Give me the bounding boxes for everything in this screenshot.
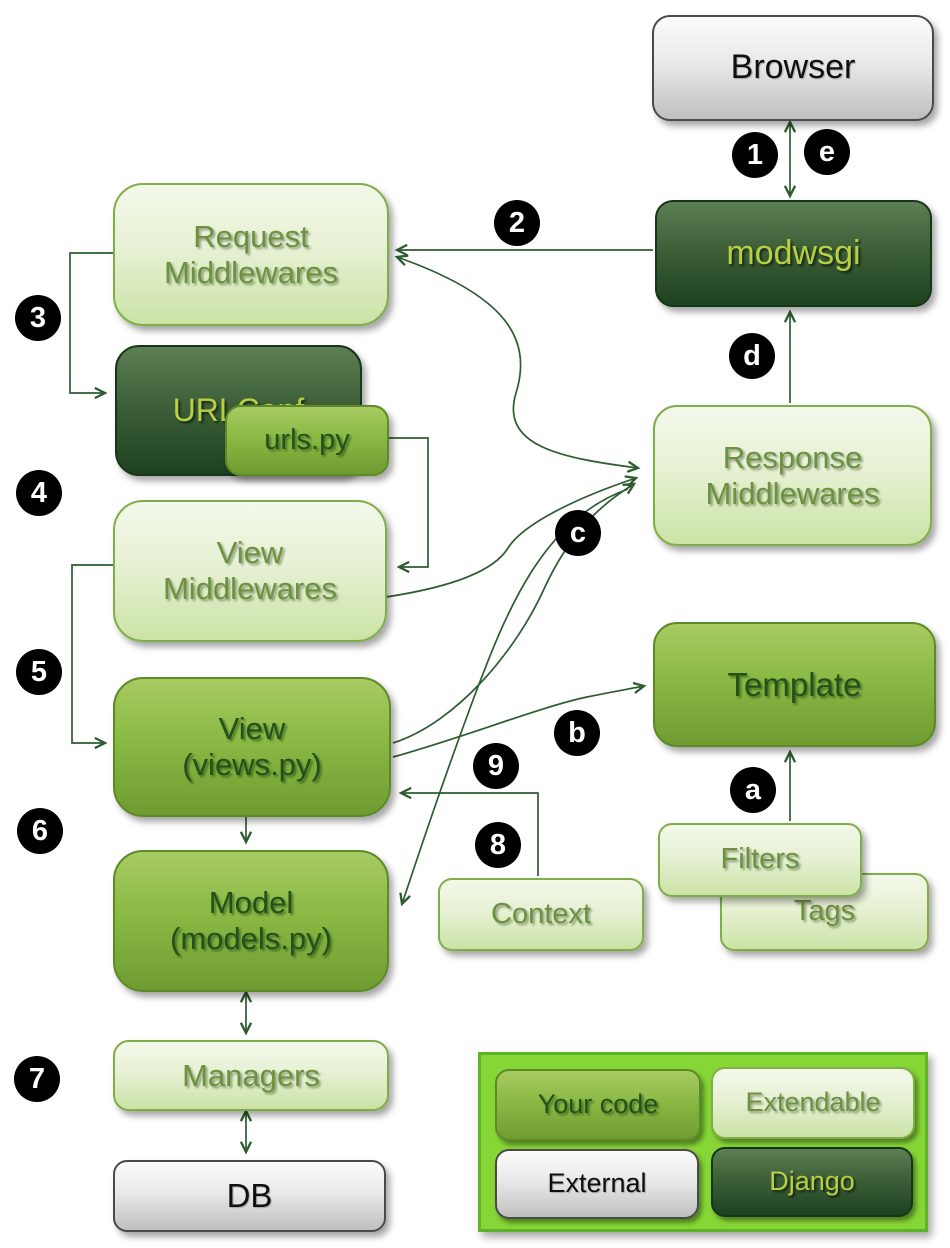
legend-django: Django (711, 1147, 913, 1217)
badge-step-a: a (730, 767, 776, 813)
curve-request-middlewares-response-middlewares (394, 254, 641, 473)
node-response-middlewares: Response Middlewares (653, 405, 932, 546)
badge-step-c: c (555, 510, 601, 556)
badge-step-8: 8 (475, 822, 521, 868)
node-view: View (views.py) (113, 677, 391, 817)
node-template: Template (653, 622, 936, 747)
badge-step-9: 9 (473, 743, 519, 789)
badge-step-5: 5 (16, 649, 62, 695)
badge-step-6: 6 (17, 808, 63, 854)
node-context: Context (438, 878, 644, 951)
badge-step-b: b (554, 710, 600, 756)
arrow-urlspy-to-view-middlewares (386, 437, 429, 574)
node-model: Model (models.py) (113, 850, 389, 992)
node-view-middlewares: View Middlewares (113, 500, 387, 642)
legend-external: External (495, 1149, 699, 1219)
node-urls-py: urls.py (225, 405, 389, 476)
node-filters: Filters (658, 823, 862, 897)
badge-step-1: 1 (732, 132, 778, 178)
badge-step-7: 7 (14, 1056, 60, 1102)
arrow-view-middlewares-to-view (71, 564, 113, 750)
node-browser: Browser (652, 15, 934, 121)
arrow-context-to-view (398, 786, 539, 876)
node-managers: Managers (113, 1040, 389, 1111)
legend-extendable: Extendable (711, 1067, 915, 1139)
curve-view-to-response-middlewares (392, 482, 637, 744)
badge-step-4: 4 (16, 470, 62, 516)
node-modwsgi: modwsgi (655, 200, 932, 307)
badge-step-3: 3 (15, 295, 61, 341)
node-db: DB (113, 1160, 386, 1232)
arrow-request-middlewares-to-urlconf (69, 252, 113, 400)
legend: Your code Extendable External Django (478, 1052, 928, 1232)
badge-step-e: e (804, 129, 850, 175)
legend-your-code: Your code (495, 1069, 701, 1141)
curve-view-middlewares-to-response-middlewares (385, 475, 639, 598)
curve-view-to-template (392, 681, 647, 758)
badge-step-d: d (729, 333, 775, 379)
badge-step-2: 2 (494, 200, 540, 246)
node-request-middlewares: Request Middlewares (113, 183, 389, 326)
